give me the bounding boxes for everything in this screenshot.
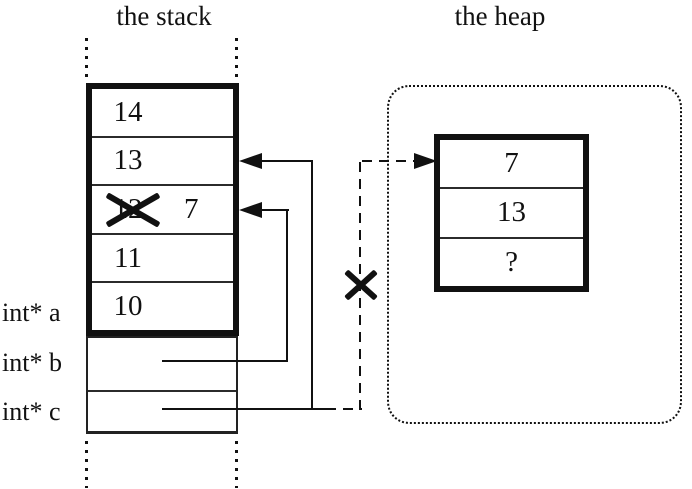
stack-column-guide-top-right [235, 38, 238, 83]
heap-title: the heap [454, 1, 546, 31]
stack-title: the stack [116, 1, 212, 31]
crossed-out-value-x-icon [103, 192, 163, 228]
pointer-c-line-vertical [311, 161, 313, 410]
stack-column-guide-bottom-left [85, 441, 88, 488]
pointer-label-c: int* c [2, 397, 61, 426]
stack-cell-value: 11 [114, 241, 142, 274]
stack-pointer-slots-box [86, 336, 238, 434]
stack-cell-value: 14 [113, 95, 143, 128]
stack-cell-value: 10 [113, 290, 143, 323]
dangling-pointer-dash-bottom [326, 408, 362, 410]
heap-cell: ? [440, 236, 583, 286]
pointer-b-line-horizontal [162, 360, 288, 362]
heap-cell-value: ? [505, 245, 518, 278]
pointer-c-arrowhead-icon [239, 153, 262, 169]
stack-cell-new-value: 7 [184, 192, 199, 225]
heap-cell: 7 [440, 140, 583, 187]
stack-cell-value: 13 [113, 144, 143, 177]
stack-cell: 10 [92, 281, 233, 330]
pointer-label-b: int* b [2, 348, 62, 377]
heap-cell-value: 13 [497, 196, 526, 229]
heap-region-outline [387, 85, 682, 424]
stack-cell: 11 [92, 232, 233, 282]
heap-cell: 13 [440, 187, 583, 236]
pointer-b-arrowhead-icon [239, 202, 262, 218]
pointer-b-line-vertical [286, 210, 288, 362]
pointer-c-line-to-stack [258, 160, 313, 162]
pointer-slot-c [88, 390, 236, 431]
stack-cell: 13 [92, 135, 233, 185]
stack-column-guide-top-left [85, 38, 88, 83]
dangling-pointer-arrowhead-icon [414, 153, 437, 169]
pointer-label-a: int* a [2, 298, 61, 327]
heap-cell-value: 7 [504, 147, 519, 180]
stack-column-guide-bottom-right [235, 441, 238, 488]
stack-cell: 14 [92, 89, 233, 136]
heap-object-box: 7 13 ? [434, 134, 589, 292]
pointer-c-line-horizontal [162, 408, 326, 410]
pointer-b-line-to-stack [258, 209, 289, 211]
pointer-slot-b [88, 338, 236, 390]
deleted-pointer-x-icon [341, 267, 381, 303]
